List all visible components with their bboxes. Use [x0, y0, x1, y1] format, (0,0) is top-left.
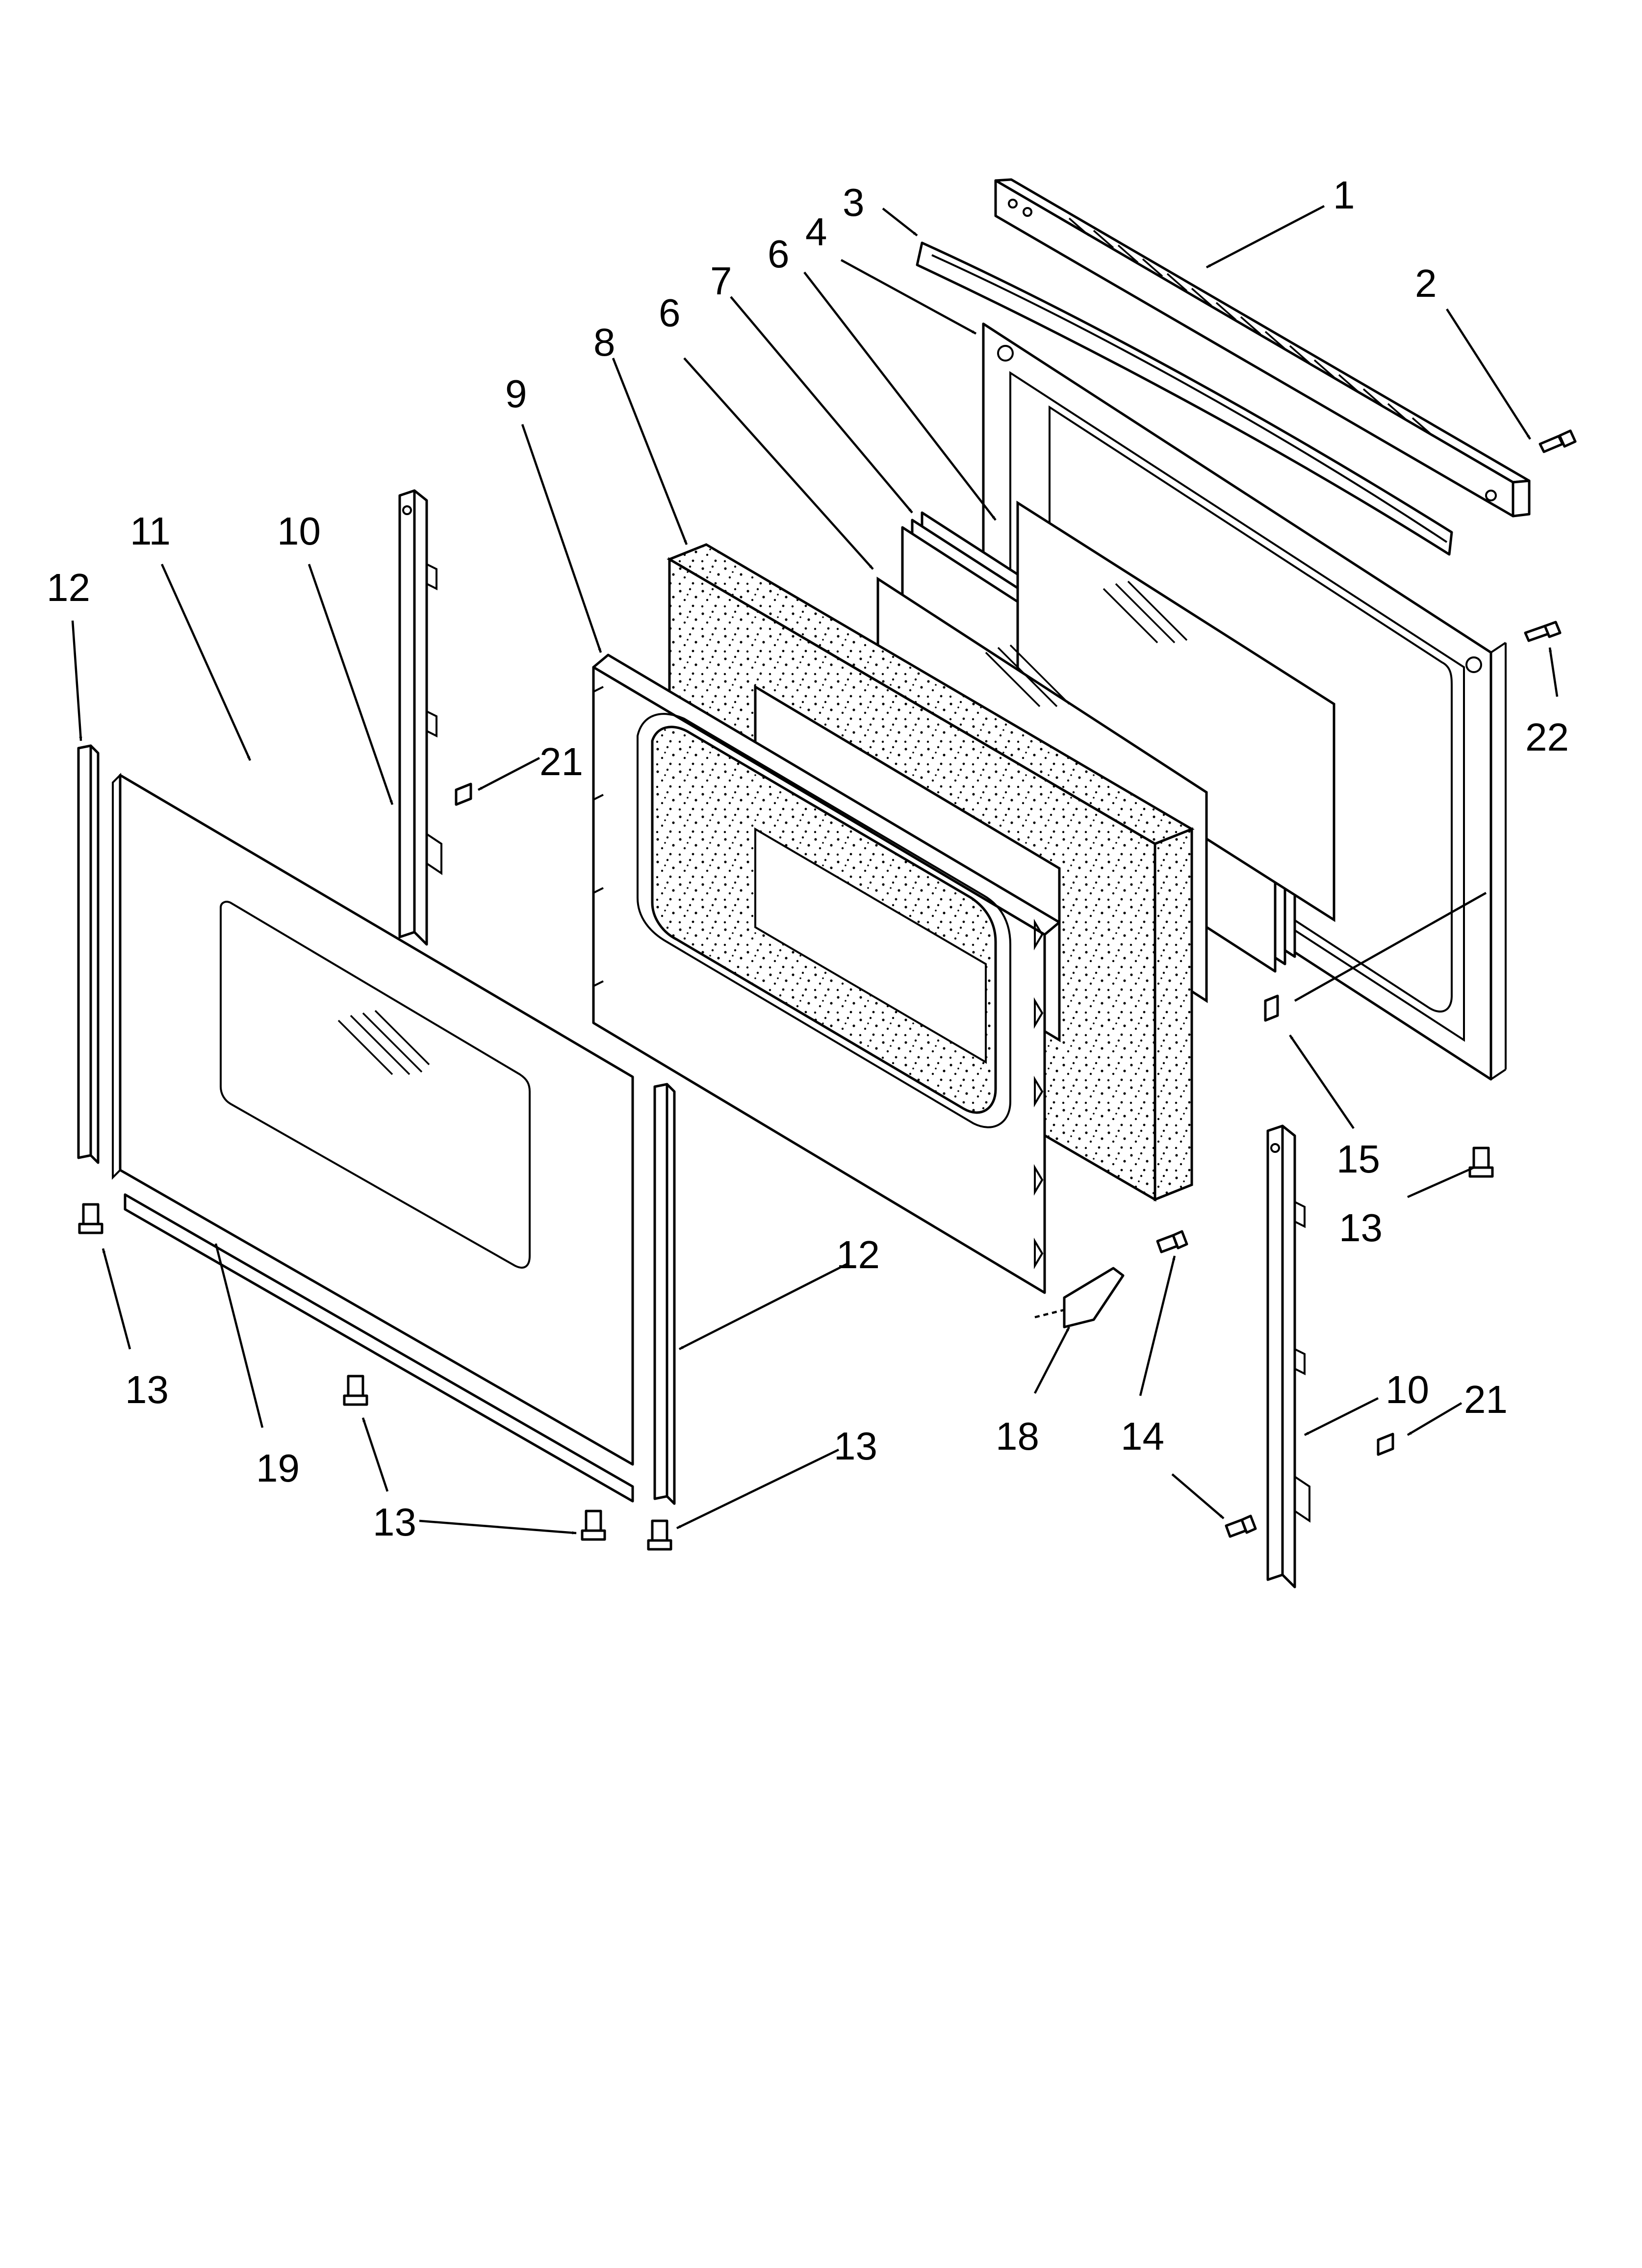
- screw-14-upper: [1156, 1230, 1188, 1253]
- callout-labels: 1 2 3 4 6 7 6 8 9 11 10 12 21 22 15 13 1…: [47, 173, 1569, 1544]
- hinge-channel-left: [398, 489, 442, 946]
- screw-13-bottom-a: [581, 1510, 606, 1541]
- callout-6-lower: 6: [659, 291, 681, 335]
- callout-13-right: 13: [1339, 1206, 1383, 1250]
- callout-1: 1: [1333, 173, 1355, 217]
- hinge-channel-right: [1266, 1124, 1310, 1589]
- glass-panel-upper: [1016, 500, 1335, 922]
- side-trim-left: [77, 744, 100, 1164]
- bottom-trim: [124, 1193, 634, 1503]
- callout-10-right: 10: [1385, 1368, 1429, 1411]
- outer-door-panel: [112, 773, 634, 1466]
- callout-13-left: 13: [125, 1368, 169, 1411]
- callout-21-upper: 21: [539, 740, 583, 783]
- side-trim-right: [653, 1083, 676, 1505]
- screw-22: [1524, 621, 1562, 642]
- callout-2: 2: [1415, 261, 1437, 305]
- callout-11: 11: [130, 509, 171, 553]
- screw-13-left: [78, 1203, 103, 1234]
- screw-2: [1539, 429, 1577, 453]
- callout-9: 9: [505, 372, 527, 416]
- callout-22: 22: [1525, 715, 1569, 759]
- callout-12-left: 12: [47, 566, 90, 609]
- callout-14-upper: 14: [1121, 1414, 1164, 1458]
- callout-12-right: 12: [836, 1233, 880, 1277]
- clip-21-lower: [1377, 1433, 1394, 1456]
- callout-19: 19: [256, 1446, 300, 1490]
- callout-6-upper: 6: [768, 232, 790, 276]
- callout-18: 18: [996, 1414, 1039, 1458]
- bracket-18: [1063, 1267, 1125, 1329]
- callout-4: 4: [805, 210, 827, 254]
- screw-14-lower: [1225, 1514, 1257, 1538]
- callout-8: 8: [593, 320, 616, 364]
- callout-15: 15: [1336, 1137, 1380, 1181]
- callout-13-bottom: 13: [373, 1500, 416, 1544]
- clip-21-upper: [455, 782, 472, 806]
- door-handle: [916, 241, 1453, 556]
- screw-13-center: [343, 1375, 368, 1406]
- vent-panel: [994, 178, 1531, 518]
- callout-21-lower: 21: [1464, 1378, 1508, 1421]
- callout-10-left: 10: [277, 509, 321, 553]
- screw-13-right: [1468, 1147, 1494, 1178]
- leader-lines: [71, 205, 1559, 1535]
- callout-3: 3: [843, 181, 865, 224]
- clip-15: [1264, 994, 1279, 1022]
- callout-13-bottom-right: 13: [834, 1424, 877, 1468]
- door-frame: [592, 653, 1061, 1294]
- screw-13-bottom-b: [647, 1519, 672, 1551]
- callout-7: 7: [710, 259, 732, 303]
